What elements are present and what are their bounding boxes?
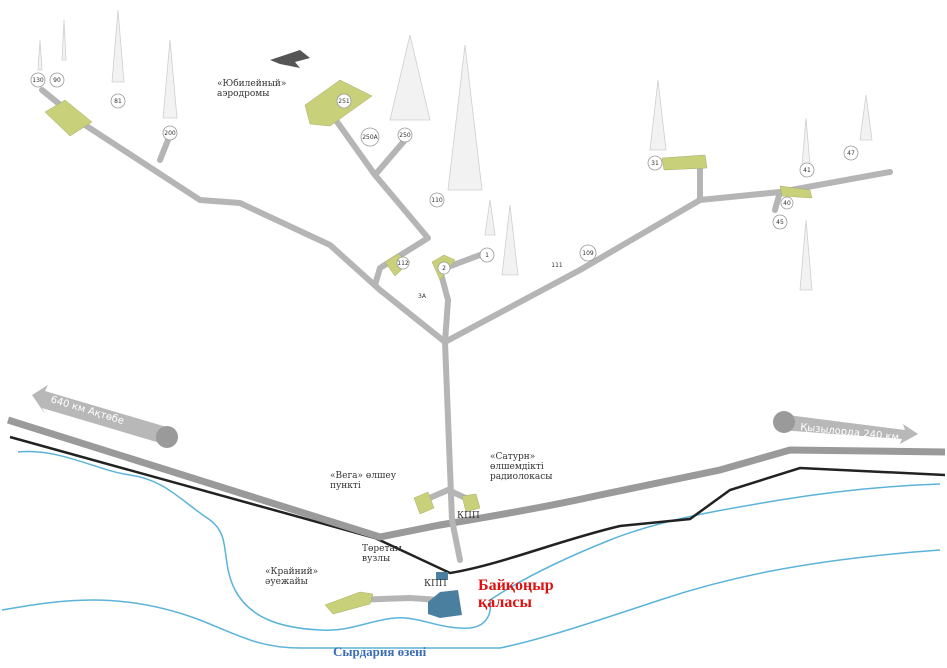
site-number: 47 [847, 150, 855, 157]
baikonur-city-area [428, 572, 462, 618]
site-area-40 [779, 185, 813, 199]
label-torettam: Төретам вузлы [362, 544, 402, 564]
site-area-31 [661, 154, 708, 171]
city-name-line1: Байқоңыр [478, 577, 554, 594]
river-bank-lower [1, 549, 941, 649]
rocket-silhouettes [37, 9, 873, 291]
site-marker-200 [162, 125, 178, 141]
label-checkpoint-bottom: КПП [424, 579, 447, 589]
label-vega: «Вега» өлшеу пункті [330, 471, 397, 491]
site-number: 109 [582, 250, 594, 257]
site-number: 111 [551, 262, 563, 269]
site-marker-130 [30, 72, 46, 88]
site-marker-1 [479, 247, 495, 263]
site-number: 112 [397, 260, 409, 267]
label-airfield: «Юбилейный» аэродромы [217, 79, 287, 99]
label-checkpoint-top: КПП [457, 511, 480, 521]
site-number: 45 [776, 219, 784, 226]
site-area-krainiy [324, 591, 374, 615]
site-number: 3A [418, 293, 427, 300]
site-area-130 [44, 99, 93, 137]
site-marker-47 [843, 145, 859, 161]
site-area-vega [413, 491, 435, 515]
site-marker-109 [579, 244, 597, 262]
site-number: 41 [803, 167, 811, 174]
site-area-saturn [461, 493, 481, 513]
label-river: Сырдария өзені [333, 644, 427, 659]
site-marker-110 [429, 192, 445, 208]
site-marker-112 [396, 256, 410, 270]
site-marker-40 [780, 196, 794, 210]
site-numbers: 130 90 81 200 251 250A 250 110 112 1 2 1… [32, 77, 855, 300]
road-arrow-right [773, 411, 918, 444]
shuttle-icon [270, 50, 310, 68]
site-number: 251 [338, 98, 350, 105]
site-number: 1 [485, 252, 489, 259]
site-marker-41 [799, 162, 815, 178]
site-marker-31 [647, 155, 663, 171]
site-marker-251 [336, 93, 352, 109]
site-number: 81 [114, 98, 122, 105]
site-marker-81 [110, 93, 126, 109]
river-bank-upper [17, 450, 941, 631]
railway-line [9, 435, 946, 575]
label-saturn: «Сатурн» өлшемдікті радиолокасы [490, 452, 553, 482]
city-name-line2: қаласы [478, 593, 532, 611]
site-number: 110 [431, 197, 443, 204]
site-marker-45 [772, 214, 788, 230]
label-krainiy: «Крайний» әуежайы [265, 567, 319, 587]
site-number: 130 [32, 77, 44, 84]
site-marker-250A [360, 127, 380, 147]
site-number: 250A [362, 134, 378, 141]
road-arrow-left [32, 385, 178, 448]
site-number: 200 [164, 130, 176, 137]
site-number: 250 [399, 132, 411, 139]
label-city: Байқоңыр қаласы [478, 577, 554, 612]
site-marker-2 [437, 261, 451, 275]
site-marker-250 [397, 127, 413, 143]
site-number: 31 [651, 160, 659, 167]
site-markers [30, 72, 859, 275]
launch-sites [44, 79, 813, 615]
site-marker-90 [49, 72, 65, 88]
highway [6, 416, 946, 541]
site-number: 40 [783, 200, 791, 207]
site-number: 90 [53, 77, 61, 84]
site-number: 2 [442, 265, 446, 272]
